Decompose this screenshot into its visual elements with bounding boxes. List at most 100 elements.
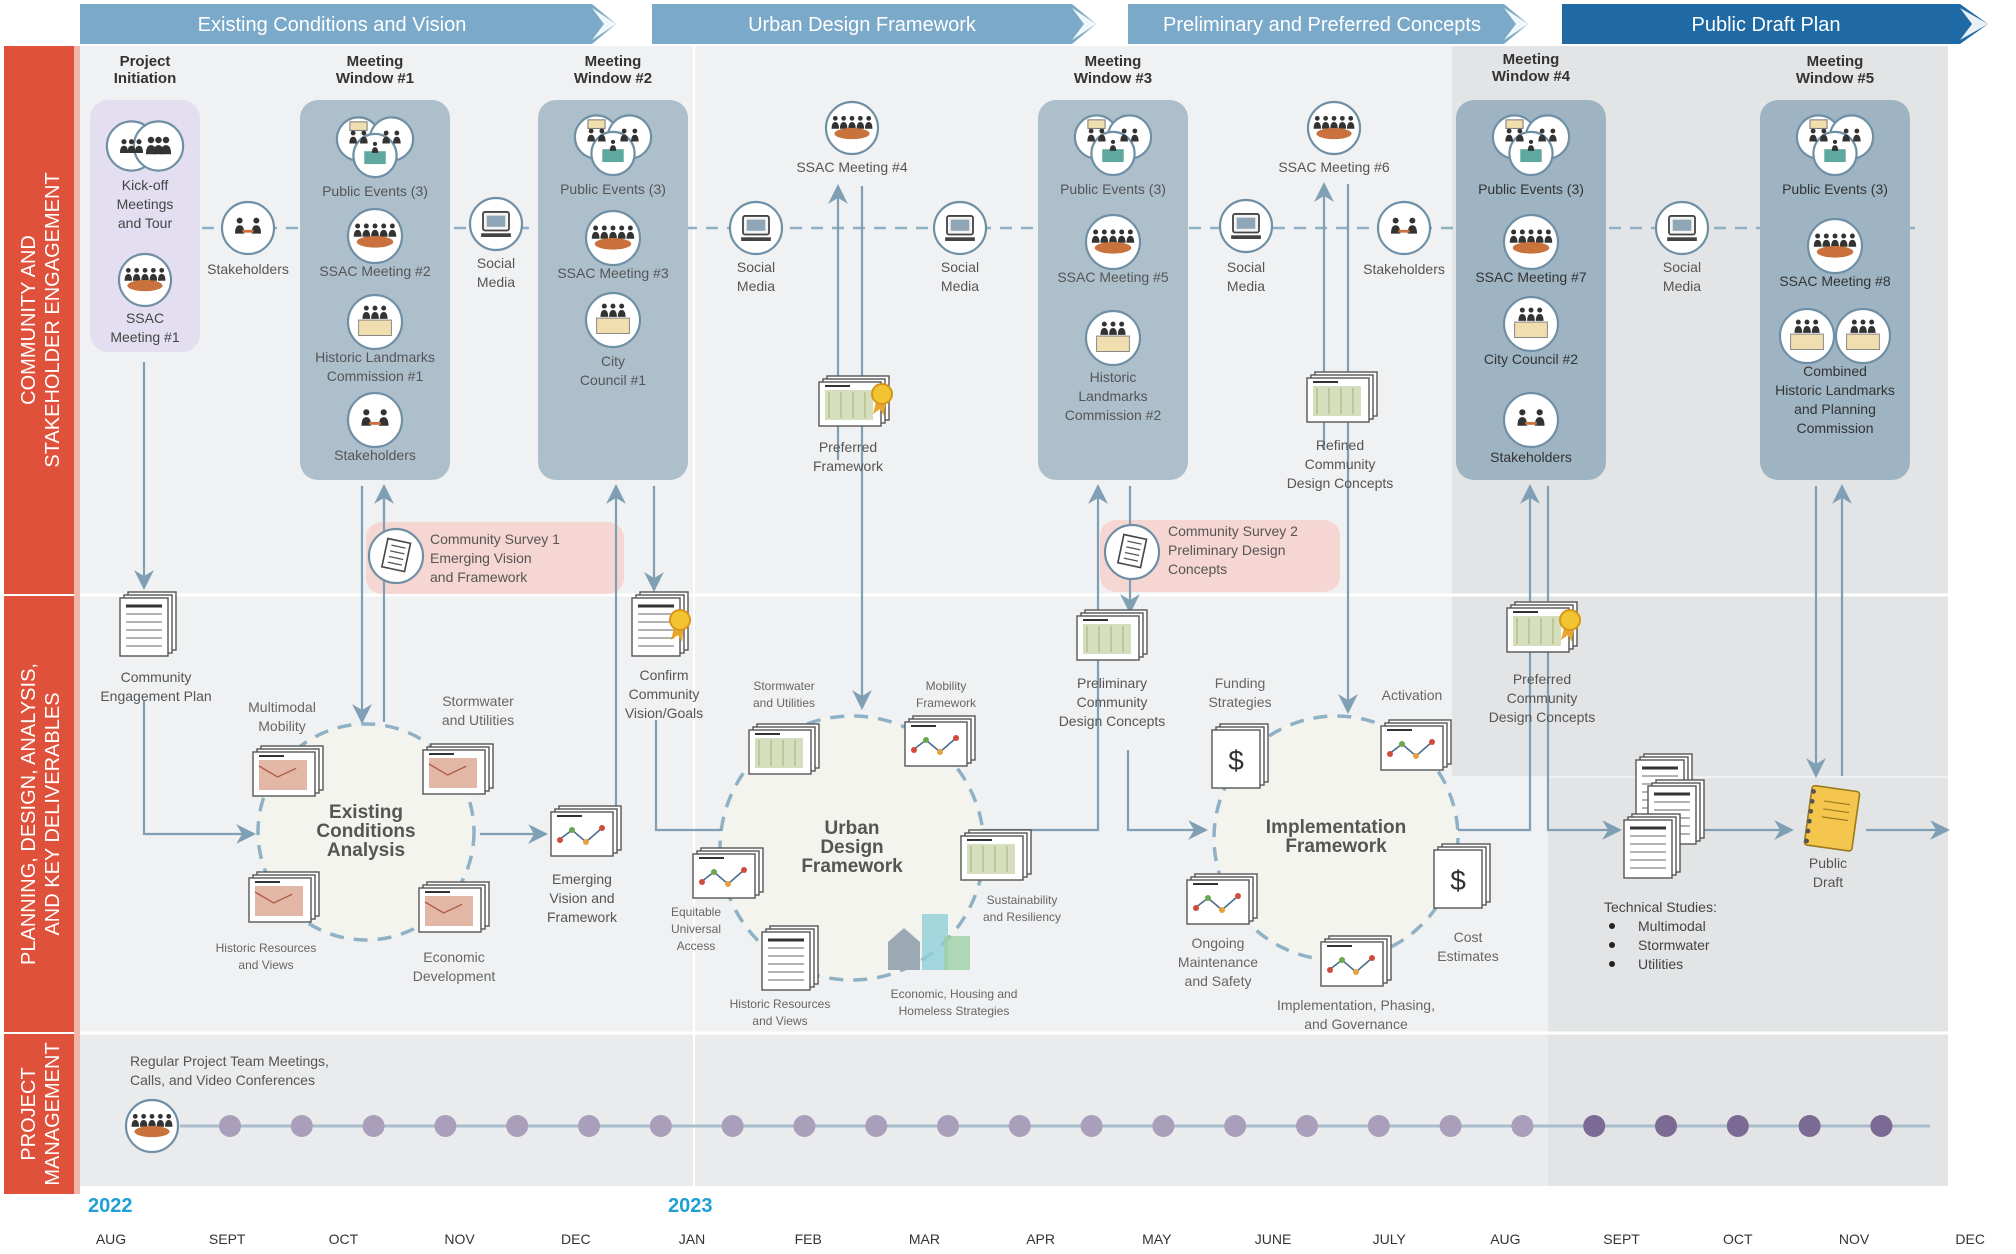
row-label-text: PLANNING, DESIGN, ANALYSIS,AND KEY DELIV…: [18, 663, 64, 965]
meeting-window-item-public-events-3[interactable]: Public Events (3): [560, 114, 666, 197]
label-line: Cost: [1454, 929, 1483, 945]
label-line: Historic Landmarks: [315, 349, 435, 365]
label-line: Social: [1227, 259, 1265, 275]
label-text: Public Events (3): [1060, 181, 1166, 197]
stakeholders-icon: [1502, 391, 1560, 449]
month-label-sept-13: SEPT: [1603, 1231, 1640, 1247]
meeting-window-1-box[interactable]: [300, 100, 450, 480]
project-team-meetings[interactable]: Regular Project Team Meetings,Calls, and…: [124, 1053, 329, 1154]
label-line: Social: [941, 259, 979, 275]
community-survey-1-pill[interactable]: [366, 522, 624, 594]
timeline-dot: [1296, 1115, 1318, 1137]
label-line: Existing: [329, 802, 403, 823]
stakeholders-icon: [220, 200, 276, 256]
hub-item-implementation-phasing-and-governance[interactable]: Implementation, Phasing,and Governance: [1277, 935, 1435, 1032]
meeting-window-4-box[interactable]: [1456, 100, 1606, 480]
month-label-aug-0: AUG: [96, 1231, 126, 1247]
timeline-event-stakeholders[interactable]: Stakeholders: [1363, 200, 1445, 277]
meeting-window-item-ssac-meeting-8[interactable]: SSAC Meeting #8: [1779, 217, 1891, 289]
label-line: SSAC Meeting #2: [319, 263, 430, 279]
meeting-window-item-stakeholders[interactable]: Stakeholders: [334, 391, 416, 463]
meeting-window-item-public-events-3[interactable]: Public Events (3): [1060, 114, 1166, 197]
hub-item-activation[interactable]: Activation: [1380, 687, 1452, 771]
month-label-may-9: MAY: [1142, 1231, 1172, 1247]
meeting-window-item-public-events-3[interactable]: Public Events (3): [1782, 114, 1888, 197]
label-line: Mobility: [926, 679, 967, 693]
meeting-window-item-ssac-meeting-5[interactable]: SSAC Meeting #5: [1057, 213, 1169, 285]
meeting-window-item-ssac-meeting-7[interactable]: SSAC Meeting #7: [1475, 213, 1587, 285]
label-line: and Views: [238, 958, 293, 972]
meeting-window-item-ssac-meeting-2[interactable]: SSAC Meeting #2: [319, 207, 431, 279]
meeting-window-item-stakeholders[interactable]: Stakeholders: [1490, 391, 1572, 465]
community-survey-2-pill[interactable]: [1100, 520, 1340, 592]
row-label-line: STAKEHOLDER ENGAGEMENT: [42, 172, 64, 467]
meeting-window-item-public-events-3[interactable]: Public Events (3): [1478, 114, 1584, 197]
month-label-july-11: JULY: [1373, 1231, 1407, 1247]
timeline-event-ssac-meeting-4[interactable]: SSAC Meeting #4: [796, 100, 908, 175]
label-line: Meeting: [585, 53, 642, 70]
meeting-window-3-box[interactable]: [1038, 100, 1188, 480]
concept-map-icon: [1306, 371, 1378, 423]
meeting-window-item-public-events-3[interactable]: Public Events (3): [322, 116, 428, 199]
label-line: Community: [121, 669, 192, 685]
meeting-window-item-ssac-meeting-3[interactable]: SSAC Meeting #3: [557, 209, 669, 281]
meeting-window-item-city-council-2[interactable]: City Council #2: [1484, 295, 1578, 367]
row-label-line: PLANNING, DESIGN, ANALYSIS,: [18, 663, 40, 965]
timeline-event-ssac-meeting-6[interactable]: SSAC Meeting #6: [1278, 100, 1390, 175]
commission-icon: [346, 293, 404, 351]
timeline-event-stakeholders[interactable]: Stakeholders: [207, 200, 289, 277]
timeline-dot: [649, 1115, 672, 1137]
technical-study-stormwater: Stormwater: [1638, 937, 1710, 953]
timeline-dot: [1080, 1115, 1103, 1137]
label-line: and Resiliency: [983, 910, 1061, 924]
meeting-window-5-box[interactable]: [1760, 100, 1910, 480]
bullet-dot: [1609, 961, 1615, 967]
meeting-window-2-box[interactable]: [538, 100, 688, 480]
label-line: Media: [1227, 278, 1265, 294]
